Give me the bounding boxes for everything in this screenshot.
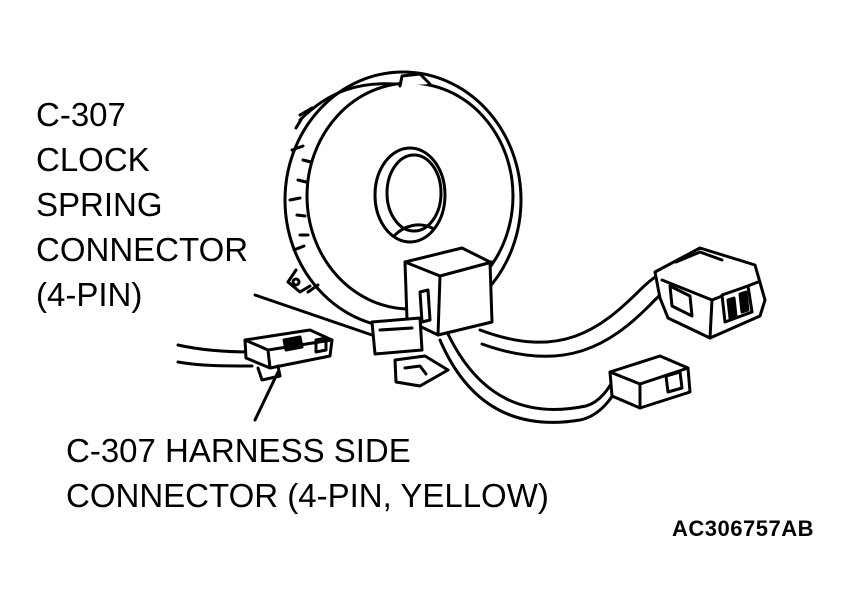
label-line: C-307 HARNESS SIDE	[66, 432, 411, 469]
label-line: SPRING	[36, 186, 163, 223]
label-line: C-307	[36, 96, 126, 133]
label-line: (4-PIN)	[36, 276, 143, 313]
label-line: CONNECTOR (4-PIN, YELLOW)	[66, 477, 549, 514]
label-line: CONNECTOR	[36, 231, 249, 268]
reference-code: AC306757AB	[672, 516, 814, 541]
clock-spring-connector	[370, 246, 494, 388]
clock-spring-connector-label: C-307 CLOCK SPRING CONNECTOR (4-PIN)	[36, 92, 248, 317]
harness-side-connector	[176, 328, 334, 382]
leader-line-clock-spring	[253, 293, 374, 337]
lower-right-connector	[608, 354, 692, 410]
leader-line-harness-side	[253, 370, 280, 422]
harness-side-connector-label: C-307 HARNESS SIDE CONNECTOR (4-PIN, YEL…	[66, 428, 549, 518]
label-line: CLOCK	[36, 141, 150, 178]
upper-right-connector	[653, 246, 767, 340]
